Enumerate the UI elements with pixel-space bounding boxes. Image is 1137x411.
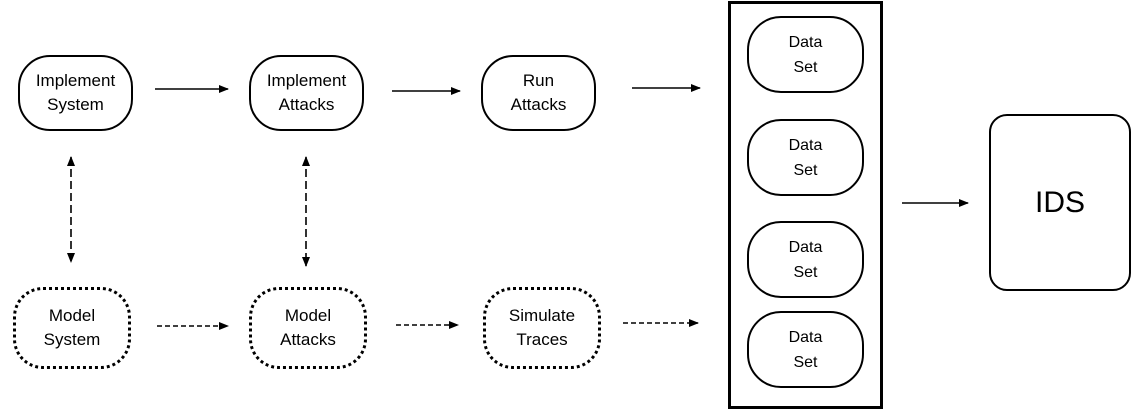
- run-attacks-line1: Run: [522, 71, 555, 90]
- ids-node: IDS: [989, 114, 1131, 291]
- model-attacks-line1: Model: [284, 306, 332, 325]
- implement-attacks-line2: Attacks: [278, 95, 335, 114]
- implement-system-line2: System: [47, 95, 104, 114]
- model-attacks-node: Model Attacks: [249, 287, 367, 369]
- model-system-node: Model System: [13, 287, 131, 369]
- implement-system-node: Implement System: [18, 55, 133, 131]
- data-set-line2: Set: [793, 353, 818, 371]
- data-set-line1: Data: [788, 238, 823, 256]
- data-set-line2: Set: [793, 58, 818, 76]
- implement-attacks-line1: Implement: [266, 71, 347, 90]
- model-system-line2: System: [43, 330, 101, 349]
- data-set-node: Data Set: [747, 221, 864, 298]
- data-sets-container: [728, 1, 883, 409]
- data-set-line1: Data: [788, 136, 823, 154]
- simulate-traces-line1: Simulate: [508, 306, 576, 325]
- model-attacks-line2: Attacks: [280, 330, 336, 349]
- ids-label: IDS: [1034, 185, 1085, 219]
- data-set-node: Data Set: [747, 119, 864, 196]
- model-system-line1: Model: [48, 306, 96, 325]
- data-set-line1: Data: [788, 33, 823, 51]
- implement-system-line1: Implement: [35, 71, 116, 90]
- data-set-node: Data Set: [747, 311, 864, 388]
- data-set-node: Data Set: [747, 16, 864, 93]
- data-set-line2: Set: [793, 263, 818, 281]
- data-set-line1: Data: [788, 328, 823, 346]
- run-attacks-node: Run Attacks: [481, 55, 596, 131]
- implement-attacks-node: Implement Attacks: [249, 55, 364, 131]
- run-attacks-line2: Attacks: [510, 95, 567, 114]
- simulate-traces-line2: Traces: [516, 330, 568, 349]
- simulate-traces-node: Simulate Traces: [483, 287, 601, 369]
- data-set-line2: Set: [793, 161, 818, 179]
